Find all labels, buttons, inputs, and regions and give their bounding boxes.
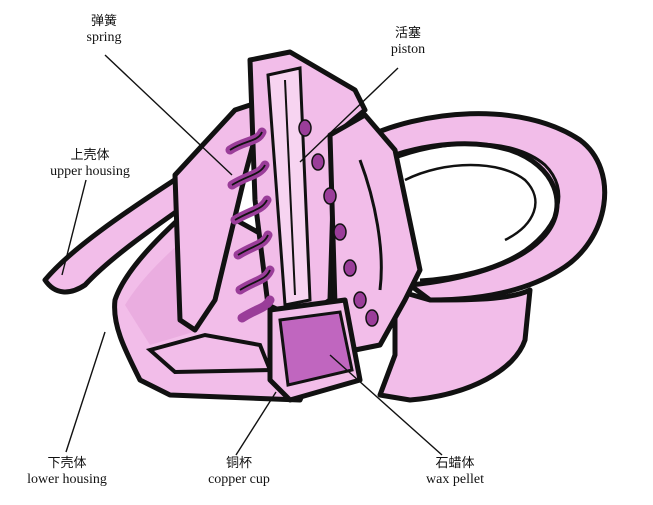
left-wing-flange <box>42 167 203 295</box>
piston-rod-centerline <box>284 79 296 296</box>
upper-housing-cone <box>172 97 268 333</box>
label-spring-zh: 弹簧 <box>90 14 117 29</box>
label-wax-pellet-zh: 石蜡体 <box>435 456 475 471</box>
label-piston-en: piston <box>390 42 426 57</box>
label-spring-en: spring <box>86 30 122 45</box>
spring-coils-right <box>298 119 379 327</box>
label-wax-pellet-en: wax pellet <box>426 472 484 487</box>
label-lower-housing: 下壳体 lower housing <box>12 456 122 488</box>
label-upper-housing: 上壳体 upper housing <box>36 148 144 180</box>
label-upper-housing-zh: 上壳体 <box>70 148 110 163</box>
right-lower-body <box>377 287 533 403</box>
leader-wax-pellet <box>329 354 443 456</box>
label-copper-cup: 铜杯 copper cup <box>196 456 282 488</box>
label-copper-cup-en: copper cup <box>208 472 270 487</box>
label-lower-housing-en: lower housing <box>27 472 107 487</box>
inner-housing-edge <box>358 159 383 291</box>
leader-spring <box>104 54 233 176</box>
label-piston: 活塞 piston <box>376 26 440 58</box>
leader-piston <box>299 67 399 163</box>
wax-pellet <box>278 310 354 387</box>
leader-lower-housing <box>65 331 106 453</box>
leader-upper-housing <box>61 179 87 276</box>
leader-copper-cup <box>235 391 277 456</box>
spring-coils-left-outline <box>229 131 271 291</box>
label-copper-cup-zh: 铜杯 <box>225 456 252 471</box>
label-piston-zh: 活塞 <box>394 26 421 41</box>
label-wax-pellet: 石蜡体 wax pellet <box>410 456 500 488</box>
leader-lines <box>61 54 443 456</box>
label-upper-housing-en: upper housing <box>50 164 130 179</box>
label-lower-housing-zh: 下壳体 <box>47 456 87 471</box>
housing-base-ledge <box>145 332 273 375</box>
label-spring: 弹簧 spring <box>72 14 136 46</box>
